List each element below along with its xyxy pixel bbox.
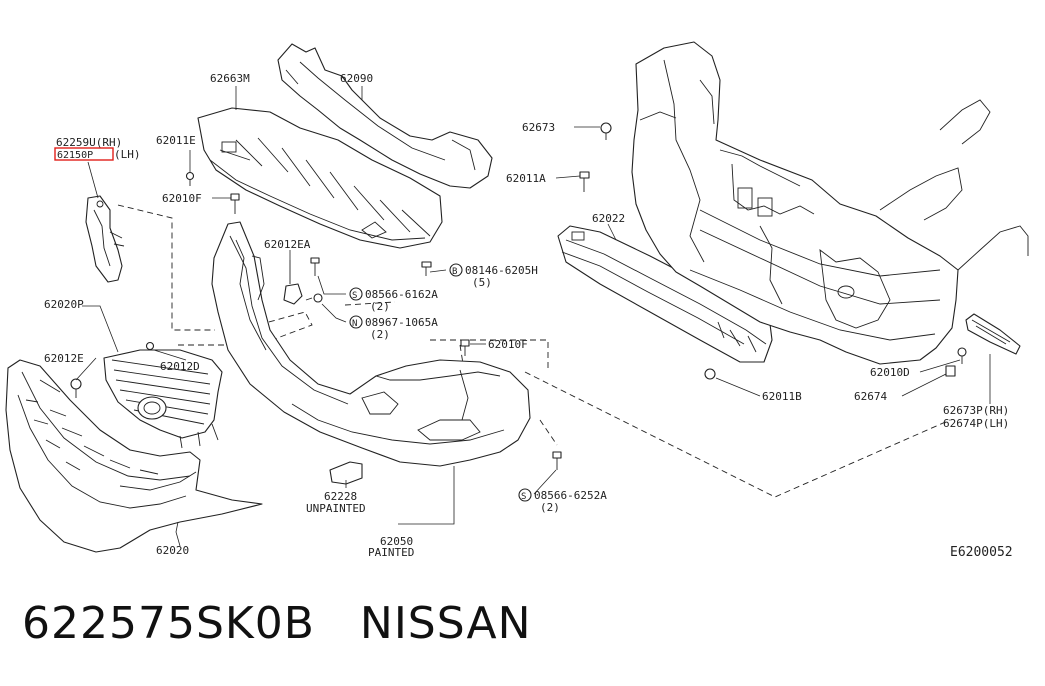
label-62663M: 62663M: [210, 72, 250, 85]
label-62050-note: PAINTED: [368, 546, 414, 559]
label-62150P: 62150P: [57, 150, 93, 161]
side-bracket-62673P: [965, 313, 1021, 355]
label-08146: 08146-6205H: [465, 264, 538, 277]
label-62020: 62020: [156, 544, 189, 557]
clip-62011E-icon: [185, 171, 195, 186]
front-body-structure: [631, 41, 1029, 365]
label-62011B: 62011B: [762, 390, 802, 403]
label-62673: 62673: [522, 121, 555, 134]
label-08566-6162A: 08566-6162A: [365, 288, 438, 301]
label-08146-qty: (5): [472, 276, 492, 289]
clip-62012D-icon: [145, 341, 155, 351]
mark-s2: S: [521, 492, 526, 502]
label-08566-6252A-qty: (2): [540, 501, 560, 514]
label-62090: 62090: [340, 72, 373, 85]
grille-62020P: [103, 349, 223, 449]
label-62228-note: UNPAINTED: [306, 502, 366, 515]
label-62012D: 62012D: [160, 360, 200, 373]
circle-marks: B S N S: [349, 263, 532, 502]
label-62259U: 62259U(RH): [56, 136, 122, 149]
leader-lines: [75, 86, 991, 547]
fasteners: [70, 122, 967, 470]
label-62020P: 62020P: [44, 298, 84, 311]
clip-62011B-icon: [704, 368, 716, 380]
label-62012E: 62012E: [44, 352, 84, 365]
label-62228: 62228: [324, 490, 357, 503]
label-62012EA: 62012EA: [264, 238, 311, 251]
label-62050: 62050: [380, 535, 413, 548]
bolt-62010F-top-icon: [230, 193, 240, 214]
label-62010D: 62010D: [870, 366, 910, 379]
label-08566-6252A: 08566-6252A: [534, 489, 607, 502]
highlight-box: [54, 147, 114, 161]
label-62674: 62674: [854, 390, 887, 403]
label-62150P-side: (LH): [114, 148, 141, 161]
part-labels: 62663M 62090 62259U(RH) 62150P (LH) 6201…: [44, 72, 1013, 560]
clip-62673-icon: [600, 122, 612, 140]
bumper-fascia-62050: [211, 221, 531, 467]
cover-62228: [329, 461, 363, 485]
caption-brand: NISSAN: [359, 598, 532, 649]
label-62010F-mid: 62010F: [488, 338, 528, 351]
clip-62012E-icon: [70, 378, 82, 398]
drawing-id: E6200052: [950, 545, 1013, 560]
bolt-08146-icon: [421, 261, 432, 276]
label-08566-6162A-qty: (2): [370, 300, 390, 313]
label-08967-qty: (2): [370, 328, 390, 341]
bolt-62010F-mid-icon: [460, 339, 470, 356]
mark-b: B: [452, 267, 457, 277]
label-62022: 62022: [592, 212, 625, 225]
clip-62010D-icon: [957, 347, 967, 364]
mark-n: N: [352, 319, 357, 329]
label-62673P: 62673P(RH): [943, 404, 1009, 417]
mark-s1: S: [352, 291, 357, 301]
under-cover-62663M: [197, 107, 443, 249]
label-62010F-top: 62010F: [162, 192, 202, 205]
clip-62674-icon: [945, 365, 956, 377]
bracket-62259U: [85, 195, 125, 283]
bracket-62012EA: [283, 260, 303, 305]
reinforcement-62022: [557, 225, 773, 363]
caption: 622575SK0B NISSAN: [22, 598, 532, 649]
clip-62011A-icon: [579, 171, 590, 192]
label-62011A: 62011A: [506, 172, 546, 185]
energy-absorber-62090: [277, 43, 493, 189]
lower-reinforcement-62020: [5, 359, 263, 553]
label-08967: 08967-1065A: [365, 316, 438, 329]
label-62674P: 62674P(LH): [943, 417, 1009, 430]
screw-08566-6162A-icon: [310, 257, 320, 276]
screw-08566-6252A-icon: [552, 451, 562, 470]
caption-part-number: 622575SK0B: [22, 598, 315, 649]
label-62011E: 62011E: [156, 134, 196, 147]
nut-08967-icon: [305, 293, 323, 303]
